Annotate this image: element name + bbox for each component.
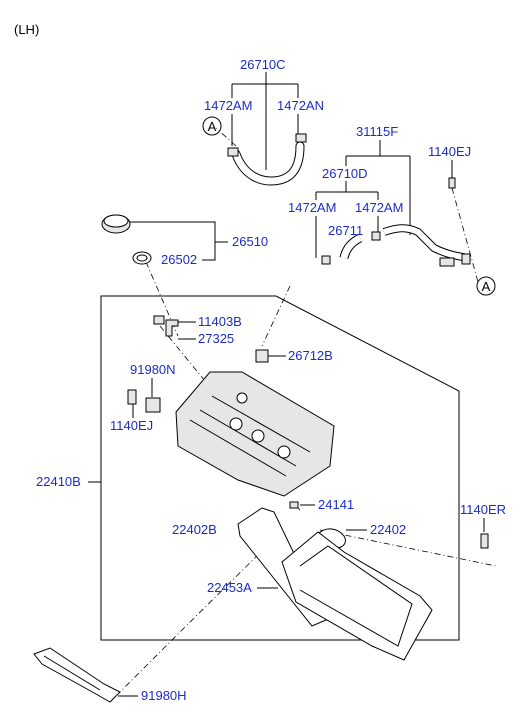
- label-11403b: 11403B: [198, 314, 242, 329]
- label-1140ej-top: 1140EJ: [428, 144, 471, 159]
- label-1472an: 1472AN: [277, 98, 324, 113]
- gasket-22453a: [281, 531, 433, 661]
- bracket-27325: [165, 319, 179, 337]
- harness-bracket-91980h: [33, 647, 121, 703]
- label-26502: 26502: [161, 252, 197, 267]
- clamp-1472am-l: [321, 255, 331, 265]
- label-1140ej-left: 1140EJ: [110, 418, 153, 433]
- bolt-11403b: [153, 315, 165, 325]
- bolt-1140ej-top: [448, 177, 456, 189]
- label-26711: 26711: [328, 223, 363, 238]
- plug-24141: [289, 501, 299, 509]
- connector-91980n: [145, 397, 161, 413]
- label-24141: 24141: [318, 497, 354, 512]
- view-header: (LH): [14, 22, 39, 37]
- callout-a-left: A: [202, 116, 222, 136]
- callout-a-right-text: A: [482, 279, 491, 294]
- part-drawings: [33, 133, 489, 703]
- clamp-1472am-top: [227, 147, 239, 157]
- label-26710d: 26710D: [322, 166, 368, 181]
- label-22402: 22402: [370, 522, 406, 537]
- clamp-1472an: [295, 133, 307, 143]
- label-22402b: 22402B: [172, 522, 217, 537]
- label-1472am-right: 1472AM: [355, 200, 403, 215]
- bolt-1140er: [480, 533, 489, 549]
- label-1472am-left: 1472AM: [288, 200, 336, 215]
- label-31115f: 31115F: [356, 124, 398, 139]
- label-26712b: 26712B: [288, 348, 333, 363]
- label-22410b: 22410B: [36, 474, 81, 489]
- label-26710c: 26710C: [240, 57, 286, 72]
- label-22453a: 22453A: [207, 580, 252, 595]
- callout-a-right: A: [476, 276, 496, 296]
- label-1472am-top: 1472AM: [204, 98, 252, 113]
- pcv-valve-26712b: [255, 349, 269, 363]
- label-1140er: 1140ER: [460, 502, 506, 517]
- bolt-1140ej-left: [127, 389, 137, 405]
- label-26510: 26510: [232, 234, 268, 249]
- callout-a-left-text: A: [208, 119, 217, 134]
- part-labels: 26710C 1472AM 1472AN 31115F 1140EJ 26710…: [36, 57, 506, 703]
- label-27325: 27325: [198, 331, 234, 346]
- label-91980n: 91980N: [130, 362, 176, 377]
- clamp-1472am-r: [371, 231, 381, 241]
- label-91980h: 91980H: [141, 688, 187, 703]
